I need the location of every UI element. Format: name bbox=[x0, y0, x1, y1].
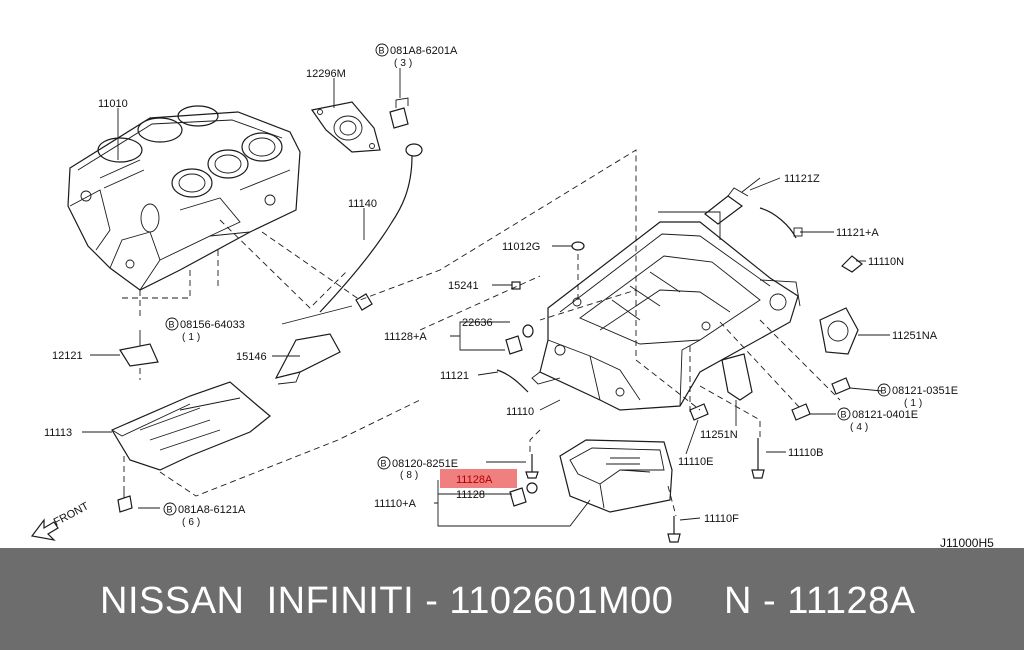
part-labels: 11010 12296M B 081A8-6201A (3) 11140 111… bbox=[30, 43, 994, 548]
bolt-b-mark: B bbox=[167, 505, 173, 515]
gasket-11251na-drawing bbox=[819, 307, 859, 355]
label-11010: 11010 bbox=[98, 98, 128, 110]
highlight-box bbox=[440, 469, 517, 488]
bolt-081a8-6201a-drawing bbox=[389, 97, 409, 129]
leader-lines bbox=[82, 68, 890, 527]
dipstick-11140-drawing bbox=[319, 143, 423, 313]
label-11110n: 11110N bbox=[868, 256, 904, 268]
label-11113: 11113 bbox=[44, 427, 72, 439]
bolt-08121-0401e-drawing bbox=[791, 403, 811, 421]
caption-part-number: NISSAN INFINITI - 1102601M00 bbox=[100, 580, 674, 622]
bolt-11110e-drawing bbox=[689, 403, 709, 421]
bolt-08121-0351e-drawing bbox=[831, 377, 851, 395]
gasket-12296m-drawing bbox=[310, 101, 381, 153]
label-081a8-6121a: 081A8-6121A bbox=[178, 504, 246, 516]
parts-diagram: 11010 12296M B 081A8-6201A (3) 11140 111… bbox=[30, 43, 995, 548]
bolt-b-mark: B bbox=[379, 46, 385, 56]
label-11251n: 11251N bbox=[700, 429, 738, 441]
front-label: FRONT bbox=[52, 500, 91, 529]
sensor-22636-drawing bbox=[505, 324, 534, 355]
label-12296m: 12296M bbox=[306, 68, 346, 80]
label-15241: 15241 bbox=[448, 280, 479, 292]
qty-08121-0401e: (4) bbox=[850, 422, 871, 433]
dashed-guides bbox=[120, 149, 841, 517]
label-08156-64033: 08156-64033 bbox=[180, 319, 245, 331]
label-11110f: 11110F bbox=[704, 513, 739, 525]
harness-11121-drawing bbox=[496, 369, 529, 393]
label-12121: 12121 bbox=[52, 350, 83, 362]
label-15146: 15146 bbox=[236, 351, 267, 363]
label-11121: 11121 bbox=[440, 370, 469, 382]
diagram-svg: 11010 12296M B 081A8-6201A (3) 11140 111… bbox=[30, 43, 994, 548]
label-11251na: 11251NA bbox=[892, 330, 938, 342]
label-08120-8251e: 08120-8251E bbox=[392, 458, 458, 470]
bolt-11110b-drawing bbox=[751, 438, 765, 479]
bolt-081a8-6121a-drawing bbox=[117, 488, 133, 513]
oil-pan-upper-drawing bbox=[531, 211, 801, 411]
clip-11121-plus-a-drawing bbox=[759, 207, 803, 239]
bolt-11110n-drawing bbox=[841, 255, 863, 273]
part-15241-drawing bbox=[511, 281, 521, 290]
qty-081a8-6201a: (3) bbox=[394, 58, 415, 69]
qty-081a8-6121a: (6) bbox=[182, 517, 203, 528]
label-11128-plus-a: 11128+A bbox=[384, 331, 427, 343]
drain-plug-11128-drawing bbox=[509, 482, 538, 507]
label-11140: 11140 bbox=[348, 198, 377, 210]
bolt-11110f-drawing bbox=[667, 516, 681, 543]
label-11128: 11128 bbox=[456, 489, 485, 501]
diagram-code: J11000H5 bbox=[940, 536, 994, 548]
bolt-08156-64033-drawing bbox=[355, 293, 373, 311]
baffle-15146-drawing bbox=[274, 333, 341, 385]
cylinder-block-drawing bbox=[67, 105, 301, 291]
label-22636: 22636 bbox=[462, 317, 493, 329]
label-11121z: 11121Z bbox=[784, 173, 820, 185]
qty-08156-64033: (1) bbox=[182, 332, 203, 343]
label-11110b: 11110B bbox=[788, 447, 823, 459]
cover-11251n-drawing bbox=[721, 353, 753, 401]
label-11110: 11110 bbox=[506, 406, 534, 418]
bolt-b-mark: B bbox=[381, 459, 387, 469]
bolt-b-mark: B bbox=[169, 320, 175, 330]
caption-diagram-ref: N - 11128A bbox=[724, 580, 916, 622]
label-11121-plus-a: 11121+A bbox=[836, 227, 879, 239]
plug-11012g-drawing bbox=[571, 241, 585, 251]
label-11128a-highlighted: 11128A bbox=[456, 474, 493, 486]
front-arrow-icon bbox=[30, 518, 59, 541]
sensor-11121z-drawing bbox=[704, 177, 761, 225]
label-08121-0351e: 08121-0351E bbox=[892, 385, 958, 397]
label-08121-0401e: 08121-0401E bbox=[852, 409, 918, 421]
oil-pan-lower-drawing bbox=[559, 439, 673, 513]
qty-08121-0351e: (1) bbox=[904, 398, 925, 409]
label-081a8-6201a: 081A8-6201A bbox=[390, 45, 458, 57]
bolt-08120-8251e-drawing bbox=[525, 454, 539, 479]
bolt-b-mark: B bbox=[881, 386, 887, 396]
label-11110-plus-a: 11110+A bbox=[374, 498, 417, 510]
qty-08120-8251e: (8) bbox=[400, 470, 421, 481]
caption-bar: NISSAN INFINITI - 1102601M00 N - 11128A bbox=[0, 548, 1024, 650]
label-11012g: 11012G bbox=[502, 241, 540, 253]
label-11110e: 11110E bbox=[678, 456, 713, 468]
part-12121-drawing bbox=[119, 330, 159, 367]
bolt-b-mark: B bbox=[841, 410, 847, 420]
baffle-plate-11113-drawing bbox=[111, 381, 271, 471]
